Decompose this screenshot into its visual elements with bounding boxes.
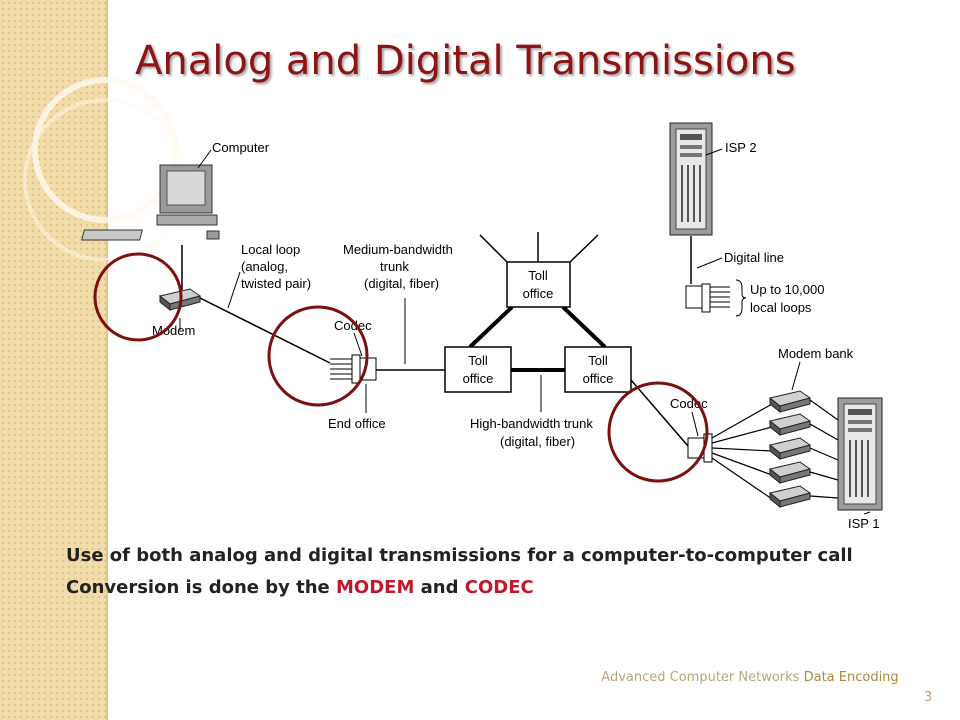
footer-course: Advanced Computer Networks [601,670,800,685]
label-toll-left-2: office [463,371,494,386]
bullet-text-2-mid: and [414,577,465,598]
label-isp2: ISP 2 [725,140,757,155]
label-toll-right-2: office [583,371,614,386]
highlight-codec: CODEC [464,577,534,598]
label-end-office: End office [328,416,386,431]
isp2-server-icon [669,122,713,236]
isp1-server-icon [837,397,883,511]
highlight-circle-codec-left [267,305,369,407]
bullet-text-2-pre: Conversion is done by the [66,577,337,598]
label-toll-right-1: Toll [588,353,608,368]
label-local-loop-2: (analog, [241,259,288,274]
bullet-item: Conversion is done by the MODEM and CODE… [66,575,896,600]
label-toll-top-1: Toll [528,268,548,283]
modem-bank-lines [711,403,773,500]
label-loops-1: Up to 10,000 [750,282,824,297]
label-digital-line: Digital line [724,250,784,265]
label-modem-bank: Modem bank [778,346,854,361]
modem-bank-server-lines [809,399,839,499]
computer-icon [81,164,220,241]
decorative-sidebar [0,0,106,720]
end-office-left-icon [330,354,377,384]
label-isp1: ISP 1 [848,516,880,531]
label-medium-trunk-1: Medium-bandwidth [343,242,453,257]
page-number: 3 [924,690,933,705]
label-modem: Modem [152,323,195,338]
highlight-circles [93,252,709,483]
label-medium-trunk-3: (digital, fiber) [364,276,439,291]
highlight-modem: MODEM [336,577,415,598]
label-toll-top-2: office [523,286,554,301]
footer-topic: Data Encoding [803,670,899,685]
label-local-loop-1: Local loop [241,242,300,257]
slide-title: Analog and Digital Transmissions [135,38,796,84]
label-medium-trunk-2: trunk [380,259,409,274]
label-local-loop-3: twisted pair) [241,276,311,291]
footer: Advanced Computer Networks Data Encoding [600,668,900,687]
bullet-item: Use of both analog and digital transmiss… [66,543,896,568]
sidebar-edge [106,0,108,720]
label-toll-left-1: Toll [468,353,488,368]
modem-bank-icon [768,390,812,509]
toll-office-top [506,261,571,308]
label-loops-2: local loops [750,300,812,315]
highlight-circle-modem [93,252,183,342]
label-high-trunk-2: (digital, fiber) [500,434,575,449]
isp2-end-office-icon [685,283,730,313]
bullet-text-1: Use of both analog and digital transmiss… [66,545,853,566]
label-codec-right: Codec [670,396,708,411]
toll-office-right [564,346,632,393]
bullet-list: Use of both analog and digital transmiss… [66,543,896,607]
label-codec-left: Codec [334,318,372,333]
label-computer: Computer [212,140,270,155]
loops-brace [735,279,747,317]
toll-office-left [444,346,512,393]
highlight-circle-codec-right [607,381,709,483]
label-high-trunk-1: High-bandwidth trunk [470,416,593,431]
